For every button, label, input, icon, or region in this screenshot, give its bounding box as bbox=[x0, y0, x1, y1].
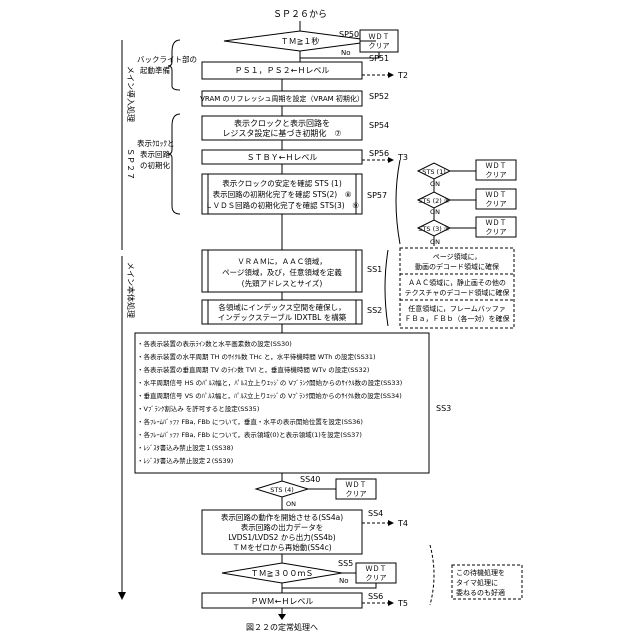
note3-line-2: ＦＢａ，ＦＢｂ（各一対）を確保 bbox=[405, 314, 510, 323]
ss3-item-2: ・各表示装置の水平周期 TH のｻｲｸﾙ数 THc と，水平待機時間 WTh の… bbox=[137, 352, 376, 361]
ss3-item-10: ・ﾚｼﾞｽﾀ書込み禁止設定２(SS39) bbox=[137, 456, 233, 465]
top-label: ＳＰ２６から bbox=[273, 9, 327, 20]
sp57-line-1: 表示クロックの安定を確認 STS (1) bbox=[222, 178, 342, 188]
sts1-text: STS (1) bbox=[422, 168, 446, 176]
ss1-step: SS1 bbox=[367, 265, 382, 274]
sts1-on: ON bbox=[430, 180, 440, 188]
sts3-wdt-1: ＷＤＴ bbox=[486, 219, 507, 227]
sts3-on: ON bbox=[430, 238, 440, 246]
ss4-step: SS4 bbox=[368, 509, 383, 518]
sp56-target: T3 bbox=[397, 153, 408, 162]
ss3-item-7: ・各ﾌﾚｰﾑﾊﾞｯﾌｧ FBa, FBb について，垂直・水平の表示開始位置を設… bbox=[137, 417, 363, 426]
ss6-target: T5 bbox=[397, 599, 408, 608]
ss1-line-3: (先頭アドレスとサイズ) bbox=[242, 278, 323, 288]
note3-line-1: 任意領域に，フレームバッファ bbox=[408, 304, 505, 313]
ss3-item-9: ・ﾚｼﾞｽﾀ書込み禁止設定１(SS38) bbox=[137, 443, 233, 452]
ss5-note-2: タイマ処理に bbox=[456, 578, 498, 587]
sts3-text: STS (3) ⑨ bbox=[418, 225, 450, 233]
sts2-text: STS (2) ⑧ bbox=[418, 197, 450, 205]
ss5-step: SS5 bbox=[338, 559, 353, 568]
ss4-line-4: ＴＭをゼロから再始動(SS4c) bbox=[232, 542, 331, 552]
sts1-wdt-2: クリア bbox=[486, 171, 507, 179]
main-intro-label: メイン導入処理 bbox=[126, 66, 136, 122]
ss1-line-1: ＶＲＡＭに，ＡＡＣ領域， bbox=[237, 256, 327, 266]
sts2-wdt-2: クリア bbox=[486, 200, 507, 208]
clock-label-2: 表示回路 bbox=[140, 149, 170, 159]
sp57-step: SP57 bbox=[367, 191, 387, 200]
sp54-line-2: レジスタ設定に基づき初期化 ⑦ bbox=[222, 128, 341, 138]
ss6-step: SS6 bbox=[368, 592, 383, 601]
clock-label-1: 表示ｸﾛｯｸと bbox=[137, 138, 175, 148]
ss2-line-2: インデックステーブル IDXTBL を構築 bbox=[218, 312, 347, 322]
backlight-label-2: 起動準備 bbox=[140, 65, 170, 75]
sp50-wdt-2: クリア bbox=[369, 42, 390, 50]
sp51-step: SP51 bbox=[369, 54, 389, 63]
ss5-text: ＴＭ≧３００ｍＳ bbox=[251, 569, 314, 578]
ss4-line-2: 表示回路の出力データを bbox=[241, 522, 324, 532]
note2-line-2: テクスチャのデコード領域に確保 bbox=[405, 288, 510, 297]
sp27-label: ＳＰ２７ bbox=[126, 148, 135, 180]
ss6-text: ＰＷＭ←Ｈレベル bbox=[251, 597, 314, 606]
sp50-text: ＴＭ≧１秒 bbox=[281, 36, 320, 46]
sp56-step: SP56 bbox=[369, 149, 389, 158]
backlight-label-1: バックライト部の bbox=[137, 54, 197, 64]
sp51-target: T2 bbox=[397, 71, 408, 80]
ss2-line-1: 各領域にインデックス空間を確保し， bbox=[218, 302, 345, 312]
ss5-wdt-1: ＷＤＴ bbox=[366, 565, 387, 573]
sts2-wdt-1: ＷＤＴ bbox=[486, 191, 507, 199]
ss40-wdt-2: クリア bbox=[346, 490, 367, 498]
ss3-item-4: ・水平周期信号 HS のﾊﾟﾙｽ幅と，ﾊﾟﾙｽ立上りｴｯｼﾞの Vﾌﾞﾗﾝｸ開始… bbox=[137, 378, 402, 387]
ss5-wdt-2: クリア bbox=[366, 574, 387, 582]
sp52-step: SP52 bbox=[369, 92, 389, 101]
sts3-wdt-2: クリア bbox=[486, 228, 507, 236]
ss40-step: SS40 bbox=[300, 475, 320, 484]
sp51-text: ＰＳ１，ＰＳ２←Ｈレベル bbox=[235, 66, 330, 75]
bottom-label: 図２２の定常処理へ bbox=[246, 622, 318, 632]
ss40-text: STS (4) bbox=[270, 486, 294, 494]
ss2-step: SS2 bbox=[367, 306, 382, 315]
sp56-text: ＳＴＢＹ←Ｈレベル bbox=[247, 153, 318, 162]
sp54-line-1: 表示クロックと表示回路を bbox=[234, 118, 330, 128]
ss4-line-1: 表示回路の動作を開始させる(SS4a) bbox=[221, 512, 343, 522]
ss3-item-8: ・各ﾌﾚｰﾑﾊﾞｯﾌｧ FBa, FBb について，表示領域(0)と表示領域(1… bbox=[137, 430, 362, 439]
clock-label-3: の初期化 bbox=[140, 160, 170, 170]
ss3-item-5: ・垂直周期信号 VS のﾊﾟﾙｽ幅と，ﾊﾟﾙｽ立上りｴｯｼﾞの Vﾌﾞﾗﾝｸ開始… bbox=[137, 391, 402, 400]
ss4-line-3: LVDS1/LVDS2 から出力(SS4b) bbox=[228, 532, 335, 542]
sp50-step: SP50 bbox=[339, 30, 359, 39]
ss5-note-3: 委ねるのも好適 bbox=[456, 588, 505, 597]
sts1-wdt-1: ＷＤＴ bbox=[486, 162, 507, 170]
main-body-label: メイン本体処理 bbox=[126, 262, 136, 318]
note2-line-1: ＡＡＣ領域に，静止画その他の bbox=[408, 278, 506, 287]
sp54-step: SP54 bbox=[369, 121, 389, 130]
note1-line-1: ページ領域に， bbox=[433, 252, 482, 261]
sp57-line-3: ＬＶＤＳ回路の初期化完了を確認 STS(3) ⑨ bbox=[205, 200, 359, 210]
sp52-text: VRAM のリフレッシュ周期を設定（VRAM 初期化） bbox=[200, 94, 364, 103]
ss5-note-1: この待機処理を bbox=[456, 568, 505, 577]
ss5-no: No bbox=[339, 577, 349, 585]
ss3-item-6: ・Vﾌﾞﾗﾝｸ割込み を許可すると設定(SS35) bbox=[137, 404, 259, 413]
sp50-wdt-1: ＷＤＴ bbox=[369, 33, 390, 41]
ss4-target: T4 bbox=[397, 519, 408, 528]
sts2-on: ON bbox=[430, 208, 440, 216]
note1-line-2: 動画のデコード領域に確保 bbox=[415, 262, 499, 271]
sp57-line-2: 表示回路の初期化完了を確認 STS(2) ⑧ bbox=[213, 189, 352, 199]
ss3-item-3: ・各表示装置の垂直周期 TV のﾗｲﾝ数 TVl と，垂直待機時間 WTv の設… bbox=[137, 365, 369, 374]
ss1-line-2: ページ領域，及び，任意領域を定義 bbox=[222, 267, 342, 277]
ss3-step: SS3 bbox=[436, 404, 451, 413]
ss3-item-1: ・各表示装置の表示ﾗｲﾝ数と水平画素数の設定(SS30) bbox=[137, 339, 292, 348]
sp50-no: No bbox=[341, 49, 351, 57]
ss40-on: ON bbox=[286, 500, 296, 508]
ss40-wdt-1: ＷＤＴ bbox=[346, 481, 367, 489]
